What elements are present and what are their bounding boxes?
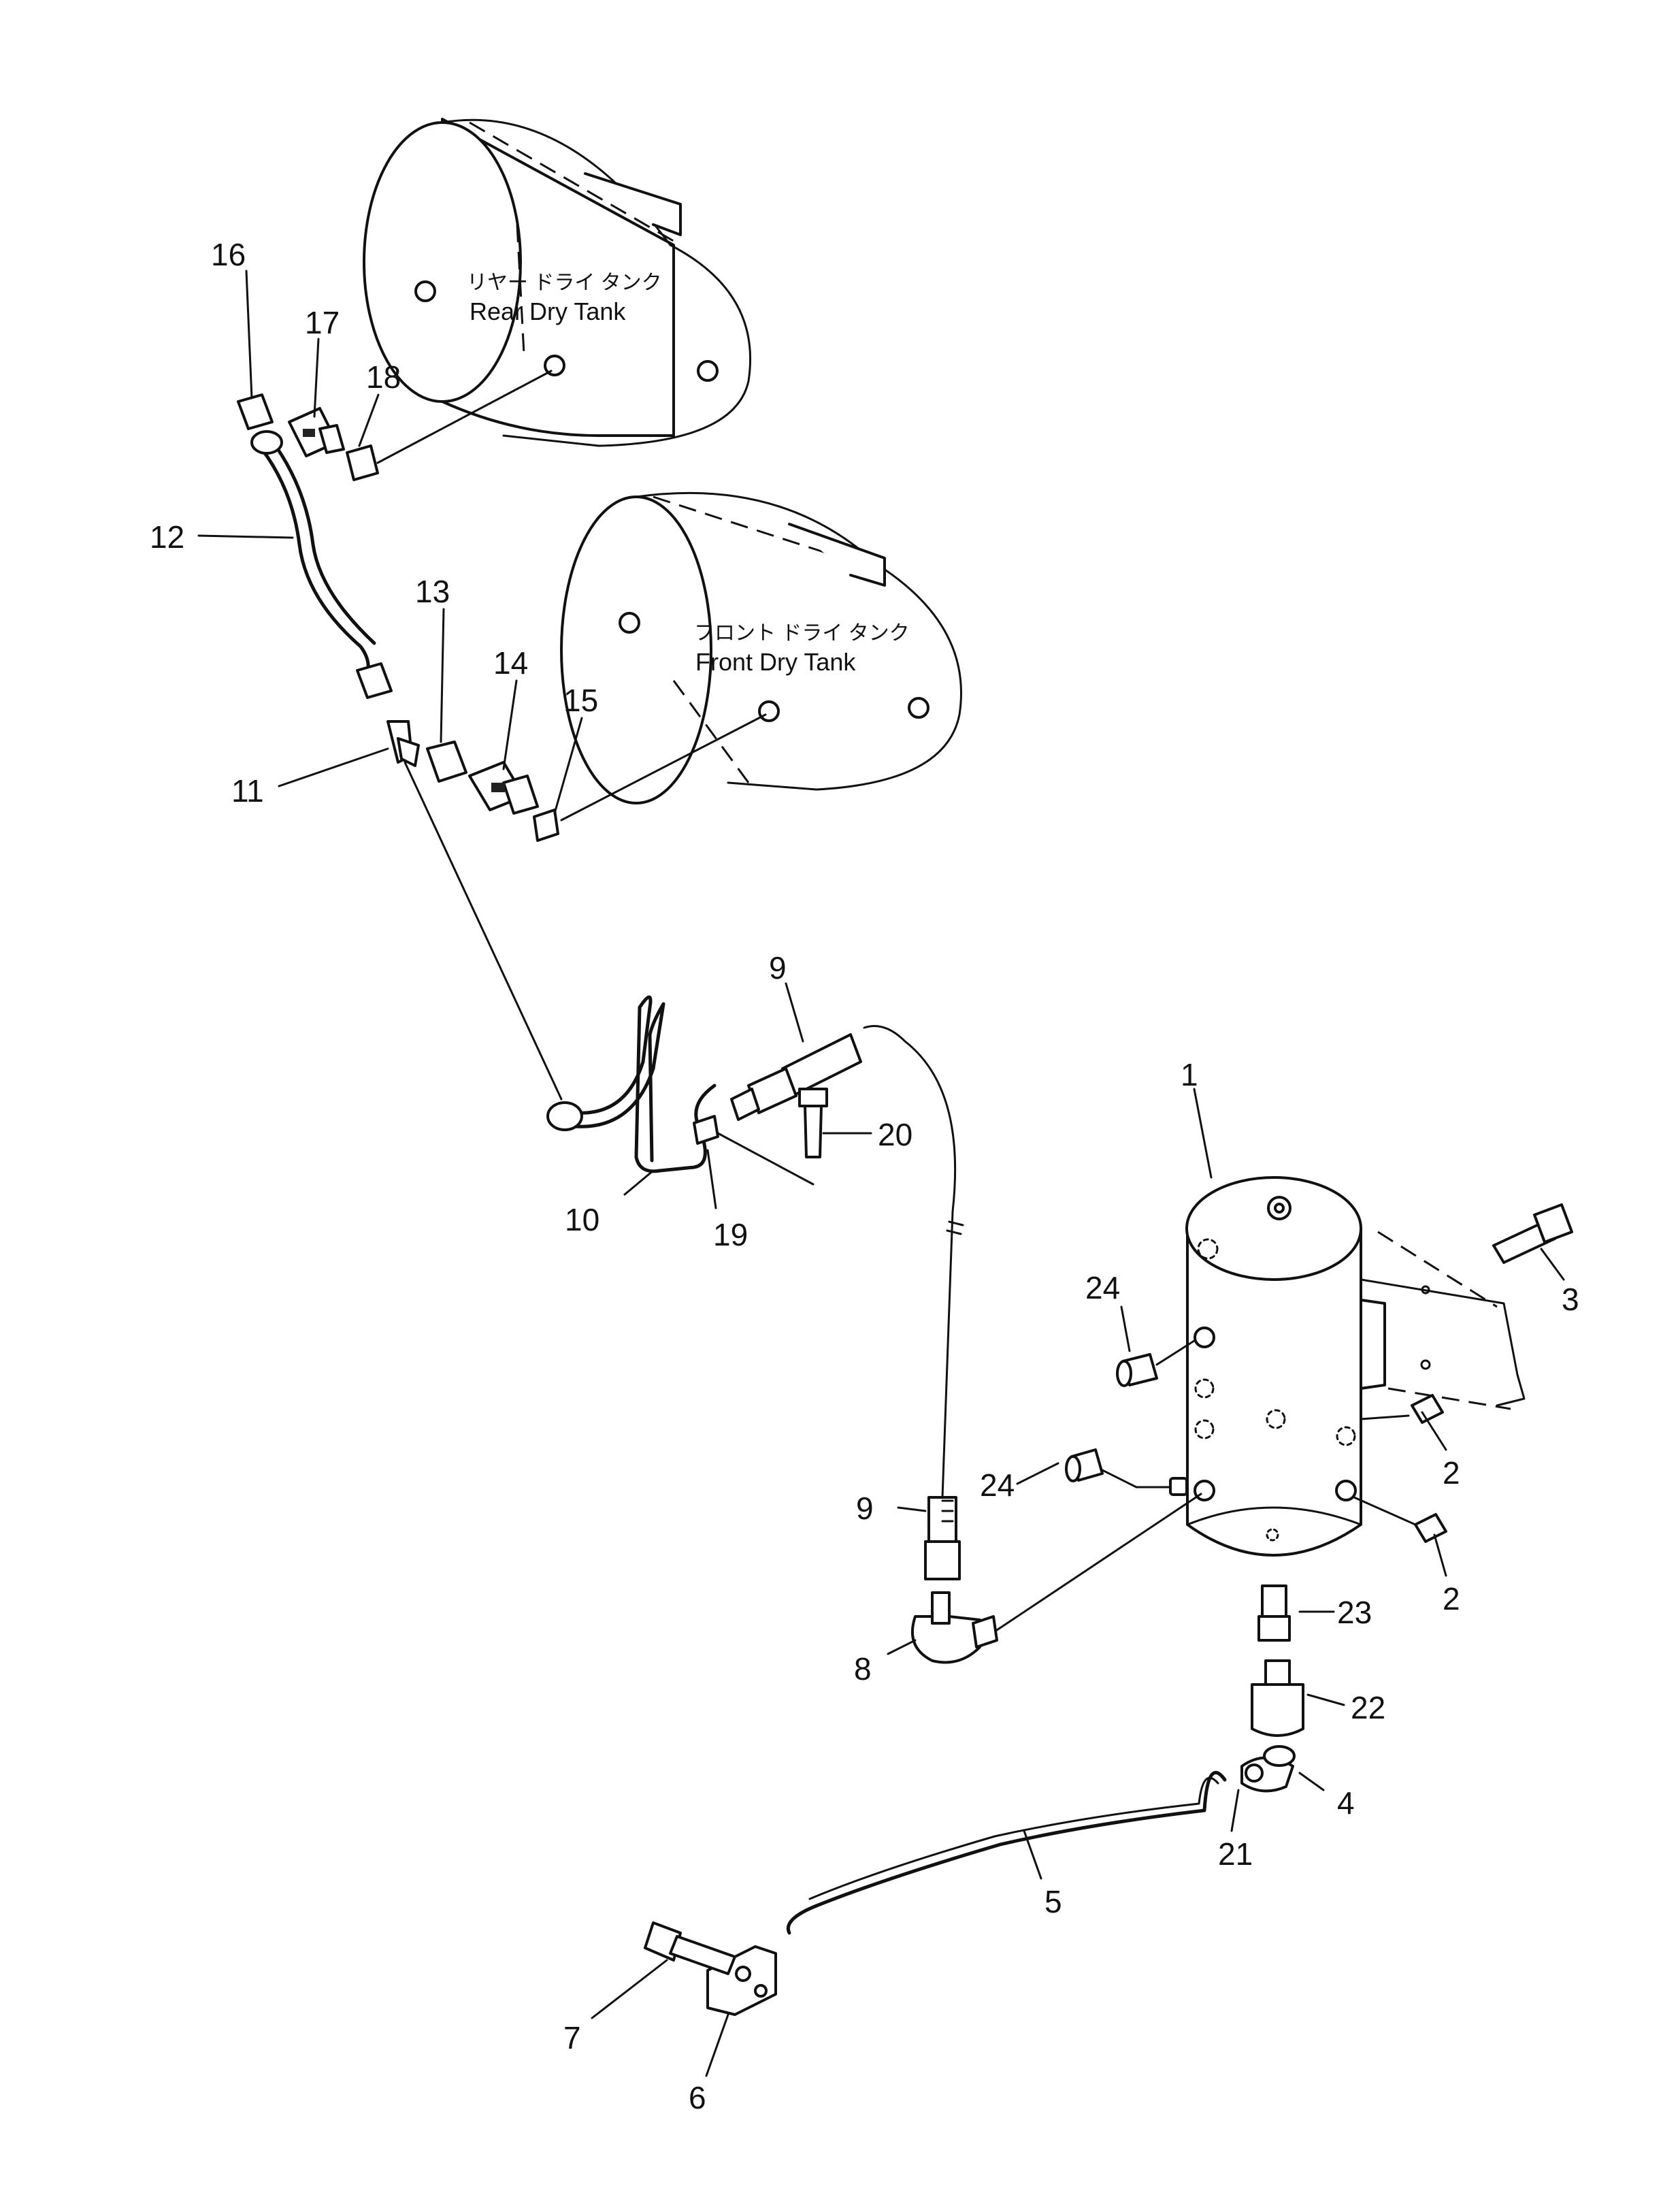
callout-5: 5 (1044, 1884, 1062, 1919)
drain-valve-22 (1251, 1659, 1304, 1737)
plug-2-upper (1360, 1394, 1444, 1424)
plug-24-lower (1065, 1448, 1188, 1496)
callout-22: 22 (1351, 1690, 1385, 1725)
callout-20: 20 (878, 1117, 912, 1152)
leader-lines (197, 270, 1565, 2077)
rear-tank-label-jp: リヤー ドライ タンク (467, 272, 662, 294)
callout-3: 3 (1562, 1282, 1579, 1317)
rear-dry-tank: リヤー ドライ タンク Rear Dry Tank (363, 118, 752, 447)
callout-15: 15 (563, 683, 598, 718)
elbow-21-4 (1240, 1745, 1296, 1793)
leader-19-20 (717, 1132, 815, 1186)
clip-19 (693, 1115, 719, 1145)
tee-11 (386, 720, 420, 767)
callout-2-upper: 2 (1443, 1455, 1460, 1491)
callout-1: 1 (1181, 1057, 1198, 1092)
bolt-20 (798, 1088, 828, 1158)
callout-18: 18 (366, 359, 401, 395)
callout-16: 16 (211, 237, 246, 272)
callout-4: 4 (1337, 1785, 1355, 1821)
tube-5 (787, 1770, 1227, 1935)
switch-14 (468, 761, 539, 815)
callouts: 1 2 2 3 4 5 6 7 8 9 9 10 11 12 13 14 15 … (150, 237, 1579, 2115)
callout-11: 11 (231, 773, 264, 809)
callout-10: 10 (565, 1202, 599, 1237)
callout-24-upper: 24 (1085, 1270, 1120, 1305)
callout-6: 6 (689, 2080, 706, 2115)
callout-2-lower: 2 (1443, 1581, 1460, 1616)
rear-tank-label-en: Rear Dry Tank (470, 297, 626, 325)
line-18-to-rear (376, 370, 553, 464)
callout-21: 21 (1218, 1836, 1253, 1872)
callout-9-upper: 9 (769, 950, 787, 986)
callout-13: 13 (415, 574, 450, 609)
line-11-to-10 (404, 761, 563, 1101)
plug-2-lower (1353, 1496, 1447, 1543)
plug-24-upper (1116, 1339, 1196, 1387)
hose-9-line (863, 1025, 957, 1499)
callout-17: 17 (305, 305, 340, 340)
callout-19: 19 (713, 1217, 748, 1252)
bolt-7 (644, 1921, 736, 1975)
elbow-15 (533, 809, 559, 842)
hose-break-mark (946, 1220, 964, 1235)
air-tank (1185, 1176, 1526, 1557)
callout-14: 14 (493, 645, 528, 681)
elbow-8 (910, 1591, 998, 1664)
front-dry-tank: フロント ドライ タンク Front Dry Tank (560, 491, 962, 804)
front-tank-label-en: Front Dry Tank (695, 648, 856, 676)
callout-7: 7 (563, 2020, 581, 2055)
hose-9-upper (730, 1033, 862, 1121)
tube-12 (250, 430, 393, 699)
switch-17 (288, 407, 345, 457)
leader-8-to-tank (996, 1493, 1202, 1631)
bolt-3 (1492, 1203, 1573, 1264)
elbow-18 (346, 444, 379, 481)
front-tank-label-jp: フロント ドライ タンク (694, 622, 910, 645)
callout-8: 8 (854, 1651, 872, 1687)
callout-24-lower: 24 (980, 1467, 1015, 1503)
callout-12: 12 (150, 519, 184, 555)
hose-9-lower (924, 1496, 961, 1580)
callout-9-lower: 9 (856, 1491, 874, 1526)
connector-13 (426, 741, 467, 783)
elbow-16 (237, 393, 274, 430)
tube-10 (546, 995, 717, 1173)
line-15-to-front (560, 713, 767, 822)
nipple-23 (1257, 1584, 1291, 1642)
callout-23: 23 (1337, 1595, 1372, 1630)
